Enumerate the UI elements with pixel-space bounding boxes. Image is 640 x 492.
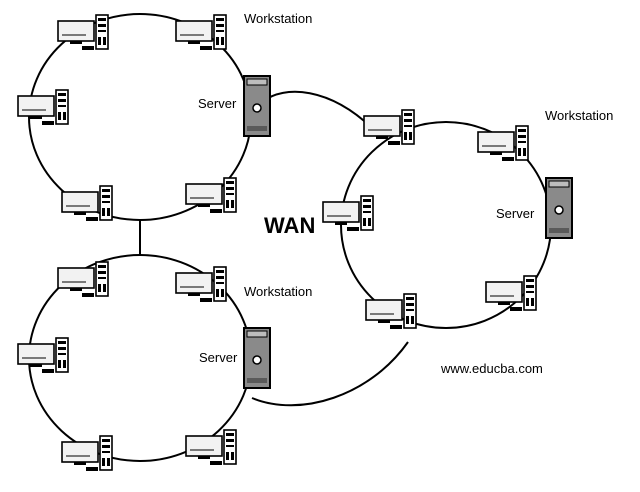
workstation-icon xyxy=(61,185,113,222)
workstation-icon xyxy=(61,435,113,472)
wan-link-top xyxy=(261,90,373,129)
workstation-icon xyxy=(17,89,69,126)
workstation-icon xyxy=(363,109,415,146)
workstation-icon xyxy=(175,14,227,51)
workstation-icon xyxy=(17,337,69,374)
workstation-icon xyxy=(477,125,529,162)
server-icon xyxy=(243,327,271,389)
server-icon xyxy=(545,177,573,239)
workstation-icon xyxy=(175,266,227,303)
workstation-label: Workstation xyxy=(545,108,613,123)
workstation-icon xyxy=(365,293,417,330)
server-label: Server xyxy=(198,96,237,111)
workstation-icon xyxy=(57,14,109,51)
workstation-icon xyxy=(185,429,237,466)
wan-label: WAN xyxy=(264,213,315,238)
server-label: Server xyxy=(496,206,535,221)
wan-link-bottom xyxy=(251,341,409,407)
server-label: Server xyxy=(199,350,238,365)
workstation-label: Workstation xyxy=(244,284,312,299)
website-label: www.educba.com xyxy=(440,361,543,376)
workstation-icon xyxy=(57,261,109,298)
server-icon xyxy=(243,75,271,137)
workstation-label: Workstation xyxy=(244,11,312,26)
workstation-icon xyxy=(322,195,374,232)
